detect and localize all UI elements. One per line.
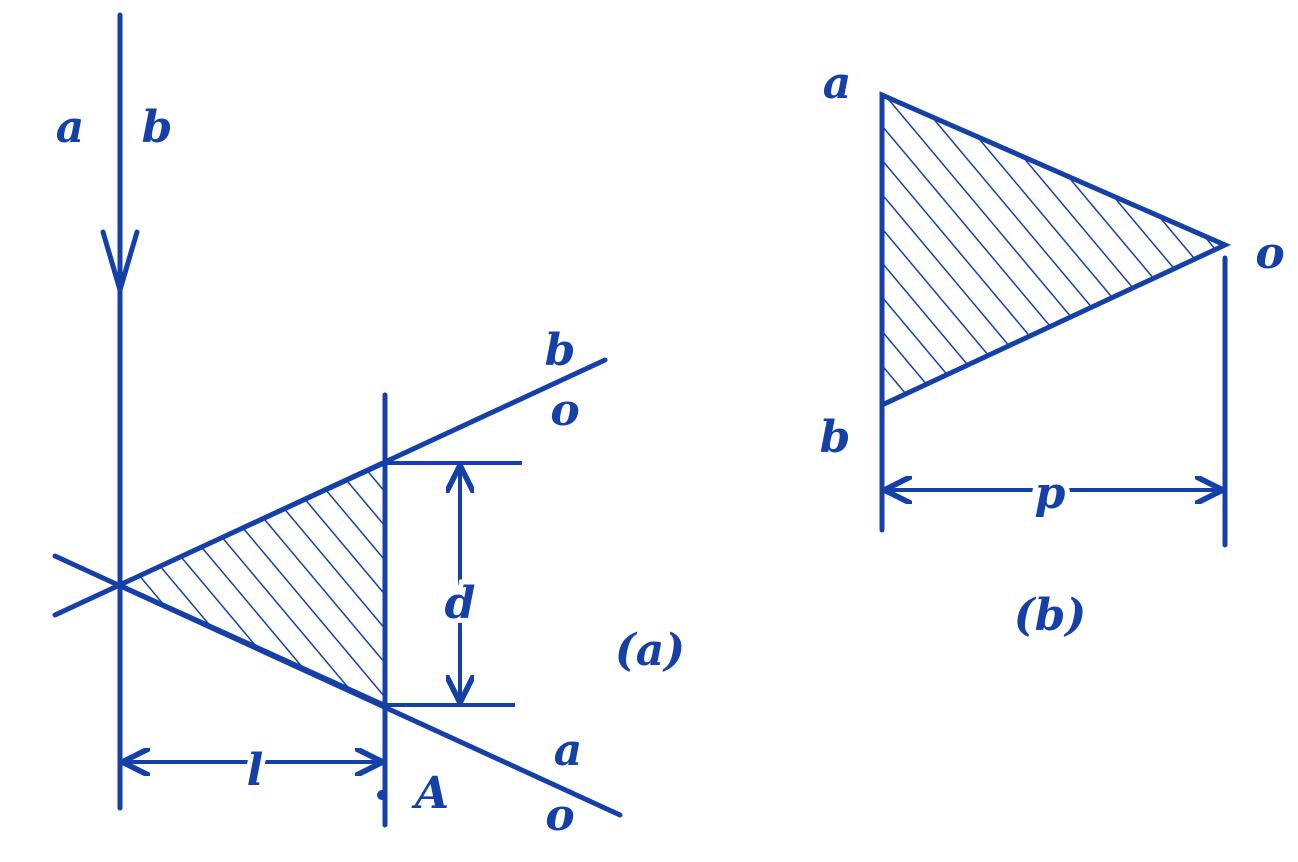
line-b-label: b (545, 325, 576, 376)
figure-a: a b b o a o d l A (a) (52, 12, 685, 841)
label-p: p (1035, 468, 1066, 519)
line-a (52, 553, 623, 818)
vertex-o-label: o (1255, 228, 1284, 279)
vertex-b-label: b (820, 412, 851, 463)
figure-b: a o b p (b) (820, 58, 1285, 641)
caption-a: (a) (615, 625, 685, 676)
hatched-region-a (115, 459, 387, 709)
line-a-label: a (554, 725, 583, 776)
ray-label-b: b (142, 102, 173, 153)
line-a-origin: o (545, 790, 574, 841)
hatched-triangle-b (879, 91, 1232, 409)
label-l: l (247, 745, 264, 796)
label-d: d (445, 578, 476, 629)
ray-arrow-icon (100, 229, 140, 299)
ray-label-a: a (56, 102, 85, 153)
vertex-a-label: a (823, 58, 852, 109)
point-A-dot (377, 790, 387, 800)
caption-b: (b) (1014, 590, 1086, 641)
line-b-origin: o (550, 385, 579, 436)
label-A: A (411, 768, 449, 819)
line-b (52, 357, 608, 618)
